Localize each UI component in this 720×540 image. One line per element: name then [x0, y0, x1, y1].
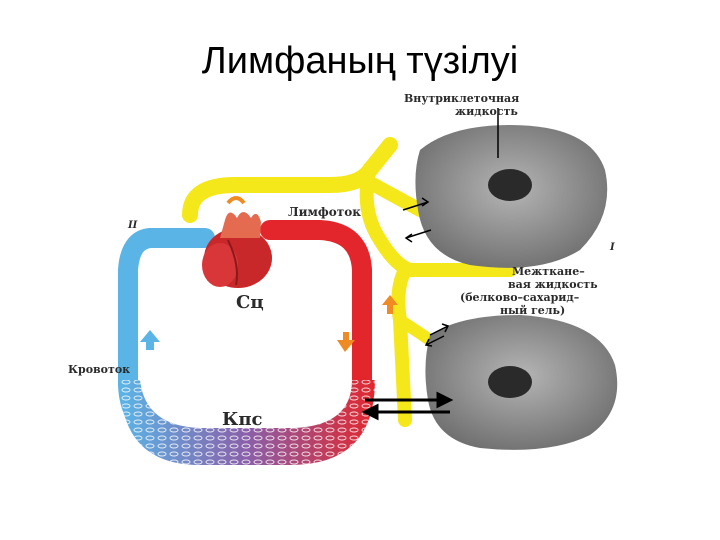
down-arrow-icon — [337, 332, 355, 352]
blood-loop — [118, 220, 375, 465]
label-intracellular-1: Внутриклеточная — [404, 92, 519, 105]
label-lymph-flow: Лимфоток — [288, 205, 361, 219]
label-interstitial-2: вая жидкость — [508, 278, 598, 291]
lymph-vessel — [182, 137, 517, 427]
nucleus-lower — [488, 366, 532, 398]
cell-lower — [425, 315, 618, 450]
lymph-formation-diagram: Внутриклеточная жидкость Лимфоток Межтка… — [68, 92, 618, 465]
cell-upper — [415, 125, 608, 268]
up-arrow-icon — [140, 330, 160, 350]
label-interstitial-4: ный гель) — [500, 304, 565, 317]
label-interstitial-3: (белково–сахарид– — [460, 291, 579, 304]
nucleus-upper — [488, 169, 532, 201]
capillary-mesh — [120, 380, 375, 465]
double-arrow-icon — [361, 391, 454, 421]
label-heart: Сц — [236, 292, 264, 313]
orange-hook-icon — [226, 196, 246, 205]
exchange-arrows — [402, 197, 450, 347]
label-roman-one: I — [609, 242, 615, 253]
label-intracellular-2: жидкость — [455, 105, 518, 118]
heart-icon — [202, 212, 272, 288]
slide-title: Лимфаның түзілуі — [201, 40, 519, 82]
label-capillary: Кпс — [222, 409, 263, 430]
label-blood-flow: Кровоток — [68, 363, 130, 376]
orange-arrow-icon — [382, 295, 398, 314]
label-interstitial-1: Межткане– — [512, 265, 585, 278]
label-roman-two: II — [127, 220, 138, 231]
